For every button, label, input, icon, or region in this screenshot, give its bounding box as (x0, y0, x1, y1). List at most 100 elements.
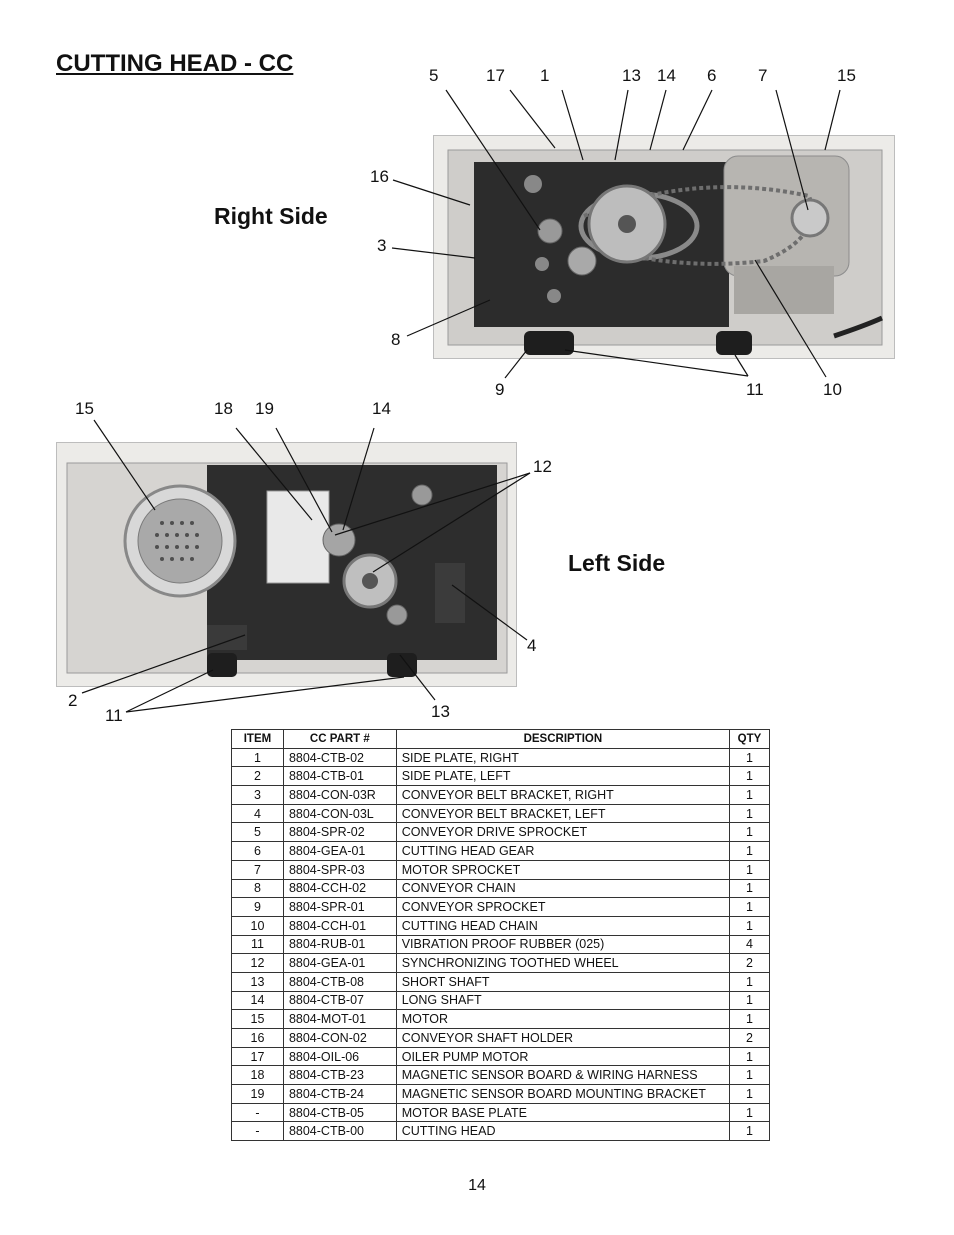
cell-item: - (231, 1102, 284, 1123)
right-side-label: Right Side (214, 203, 328, 229)
cell-qty: 1 (729, 1065, 770, 1086)
column-header-description: DESCRIPTION (395, 729, 731, 749)
cell-item: 17 (231, 1046, 284, 1067)
cell-description: SIDE PLATE, LEFT (395, 766, 731, 787)
cell-part-number: 8804-CON-03L (282, 803, 397, 824)
callout-number: 2 (68, 691, 78, 710)
callout-number: 10 (823, 380, 842, 399)
cell-part-number: 8804-SPR-01 (282, 897, 397, 917)
callout-number: 4 (527, 636, 537, 655)
cell-part-number: 8804-GEA-01 (282, 841, 397, 861)
cell-part-number: 8804-CTB-01 (282, 766, 397, 787)
callout-number: 14 (657, 66, 676, 85)
cell-item: 8 (231, 878, 284, 899)
cell-qty: 2 (729, 1028, 770, 1048)
cell-item: 7 (231, 859, 284, 880)
callout-number: 12 (533, 457, 552, 476)
cell-description: CUTTING HEAD (395, 1121, 731, 1142)
cell-part-number: 8804-CTB-08 (282, 971, 397, 992)
cell-part-number: 8804-CCH-01 (282, 915, 397, 936)
callout-number: 13 (431, 702, 450, 721)
cell-item: 2 (231, 766, 284, 787)
callout-number: 17 (486, 66, 505, 85)
cell-item: 6 (231, 841, 284, 861)
cell-part-number: 8804-CON-02 (282, 1028, 397, 1048)
cell-qty: 1 (729, 822, 770, 843)
column-header-part: CC PART # (282, 729, 397, 749)
cell-description: CONVEYOR DRIVE SPROCKET (395, 822, 731, 843)
cell-description: MOTOR BASE PLATE (395, 1102, 731, 1123)
table-header-row: ITEM CC PART # DESCRIPTION QTY (231, 729, 770, 749)
callout-number: 5 (429, 66, 439, 85)
cell-item: 18 (231, 1065, 284, 1086)
column-header-item: ITEM (231, 729, 284, 749)
cell-item: 11 (231, 934, 284, 955)
cell-part-number: 8804-GEA-01 (282, 953, 397, 973)
cell-part-number: 8804-SPR-02 (282, 822, 397, 843)
cell-qty: 1 (729, 1009, 770, 1029)
cell-item: 4 (231, 803, 284, 824)
cell-description: CUTTING HEAD GEAR (395, 841, 731, 861)
cell-qty: 4 (729, 934, 770, 955)
cell-description: SIDE PLATE, RIGHT (395, 747, 731, 768)
callout-number: 19 (255, 399, 274, 418)
cell-description: VIBRATION PROOF RUBBER (025) (395, 934, 731, 955)
cell-qty: 1 (729, 915, 770, 936)
column-header-qty: QTY (729, 729, 770, 749)
cell-part-number: 8804-CTB-05 (282, 1102, 397, 1123)
cell-item: 13 (231, 971, 284, 992)
cell-description: CONVEYOR BELT BRACKET, LEFT (395, 803, 731, 824)
cell-qty: 1 (729, 878, 770, 899)
cell-qty: 2 (729, 953, 770, 973)
cell-part-number: 8804-CTB-24 (282, 1084, 397, 1104)
cell-item: 14 (231, 990, 284, 1011)
cell-item: 19 (231, 1084, 284, 1104)
callout-number: 8 (391, 330, 401, 349)
cell-description: SYNCHRONIZING TOOTHED WHEEL (395, 953, 731, 973)
right-side-assembly-illustration (434, 136, 894, 358)
callout-number: 13 (622, 66, 641, 85)
cell-item: - (231, 1121, 284, 1142)
cell-description: MAGNETIC SENSOR BOARD MOUNTING BRACKET (395, 1084, 731, 1104)
cell-qty: 1 (729, 990, 770, 1011)
callout-number: 3 (377, 236, 387, 255)
callout-number: 11 (105, 706, 123, 725)
cell-qty: 1 (729, 1102, 770, 1123)
callout-number: 9 (495, 380, 505, 399)
cell-part-number: 8804-CTB-02 (282, 747, 397, 768)
cell-description: CONVEYOR CHAIN (395, 878, 731, 899)
cell-part-number: 8804-MOT-01 (282, 1009, 397, 1029)
cell-description: MOTOR SPROCKET (395, 859, 731, 880)
cell-part-number: 8804-RUB-01 (282, 934, 397, 955)
callout-number: 1 (540, 66, 550, 85)
callout-number: 18 (214, 399, 233, 418)
callout-number: 7 (758, 66, 768, 85)
callout-number: 15 (837, 66, 856, 85)
cell-description: CONVEYOR SPROCKET (395, 897, 731, 917)
right-side-photo (433, 135, 895, 359)
cell-item: 10 (231, 915, 284, 936)
callout-number: 6 (707, 66, 717, 85)
cell-qty: 1 (729, 859, 770, 880)
cell-qty: 1 (729, 1121, 770, 1142)
parts-table: ITEM CC PART # DESCRIPTION QTY 1 8804-CTB… (231, 729, 770, 1142)
cell-description: MOTOR (395, 1009, 731, 1029)
cell-part-number: 8804-CTB-07 (282, 990, 397, 1011)
left-side-photo (56, 442, 517, 687)
cell-item: 9 (231, 897, 284, 917)
callout-number: 15 (75, 399, 94, 418)
